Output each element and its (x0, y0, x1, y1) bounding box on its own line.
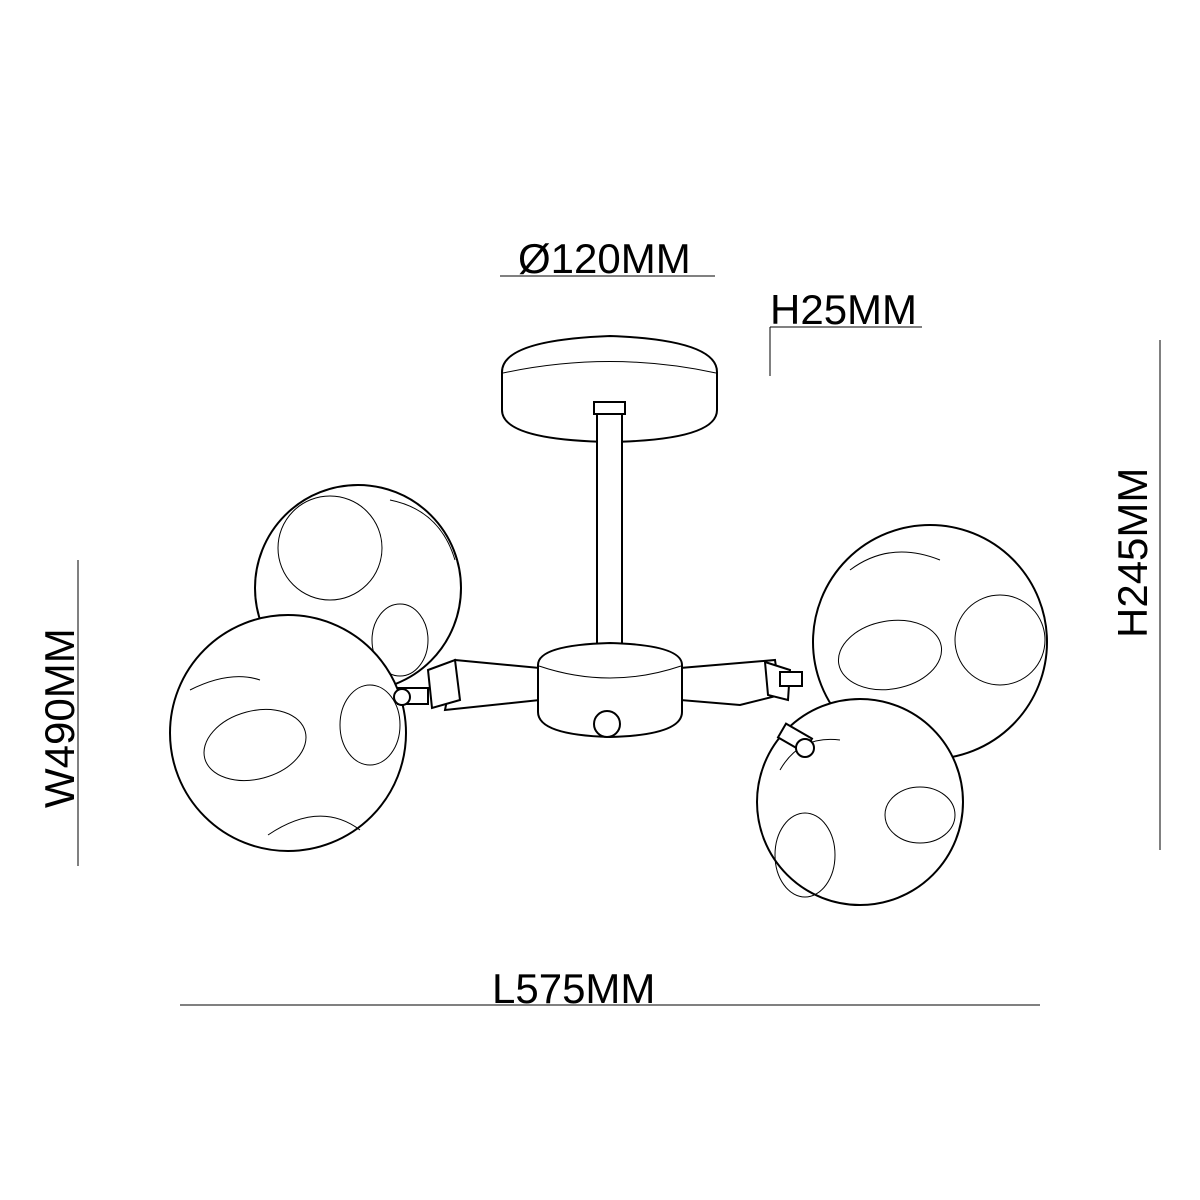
center-hub (537, 641, 683, 739)
width-dimension: W490MM (36, 560, 83, 866)
width-label: W490MM (36, 628, 83, 808)
canopy-height-label: H25MM (770, 286, 917, 333)
sockets (393, 671, 815, 758)
total-height-label: H245MM (1109, 468, 1156, 638)
ceiling-canopy (501, 334, 718, 444)
canopy-diameter-label: Ø120MM (518, 235, 691, 282)
canopy-diameter-dimension: Ø120MM (500, 235, 715, 282)
total-height-dimension: H245MM (1109, 340, 1161, 850)
globe-left (169, 614, 407, 852)
canopy-height-dimension: H25MM (769, 286, 922, 376)
length-dimension: L575MM (180, 965, 1040, 1012)
length-label: L575MM (492, 965, 655, 1012)
stem (593, 401, 626, 653)
